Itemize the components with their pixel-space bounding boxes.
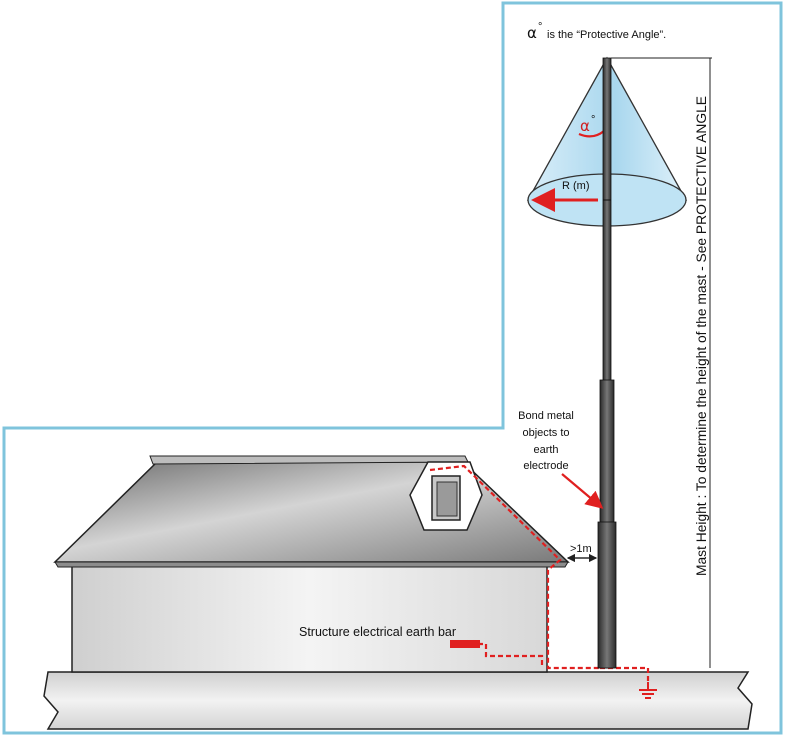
house-roof	[53, 461, 570, 563]
roof-eave	[54, 561, 569, 568]
caption-text: is the “Protective Angle”.	[547, 29, 666, 41]
cone-alpha: α	[580, 117, 590, 135]
roof-ridge	[149, 455, 469, 465]
earth-bar-label: Structure electrical earth bar	[299, 625, 456, 639]
cone-degree: °	[591, 114, 595, 126]
bond-label-line2: objects to	[522, 427, 569, 439]
radius-label: R (m)	[562, 180, 590, 192]
bond-arrow	[561, 473, 604, 509]
mast-height-dimension	[611, 57, 712, 668]
earth-bar-conductor	[470, 642, 544, 668]
distance-label: >1m	[570, 543, 592, 555]
house-wall	[71, 564, 548, 673]
roof-window-inner	[436, 481, 458, 517]
bond-label-line3: earth	[533, 444, 558, 456]
bond-label-line1: Bond metal	[518, 410, 574, 422]
lightning-mast	[597, 57, 617, 669]
caption-degree: °	[538, 21, 542, 33]
mast-height-label: Mast Height : To determine the height of…	[694, 96, 709, 576]
earth-bar	[450, 640, 480, 648]
caption-alpha: α	[527, 24, 537, 42]
earth-electrode-icon	[639, 682, 657, 699]
roof-conductor	[429, 464, 600, 670]
bond-label-line4: electrode	[523, 460, 568, 472]
ground-slab	[43, 671, 753, 730]
